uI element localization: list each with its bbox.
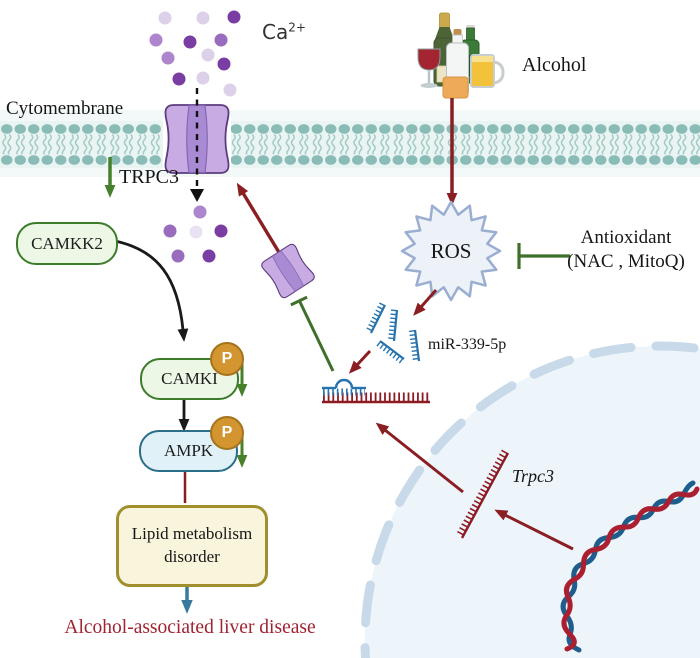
lipid-box-line1: Lipid metabolism — [131, 524, 253, 544]
dna-to-transcript-arrow — [494, 509, 574, 551]
translation-inhibition-tbar — [290, 295, 335, 372]
lipid-box-line2: disorder — [164, 547, 220, 566]
camkk2-to-camki-arrow — [113, 239, 189, 342]
camki-label: CAMKI — [161, 369, 218, 388]
trpc3-channel-label: TRPC3 — [119, 166, 180, 188]
cytomembrane-label: Cytomembrane — [6, 98, 124, 119]
calcium-ions-intracellular — [163, 205, 228, 263]
antioxidant-inhibition-tbar — [517, 243, 570, 269]
lipid-metabolism-box: Lipid metabolism disorder — [116, 505, 268, 587]
ros-to-mirna-arrow — [413, 289, 438, 316]
camkk2-label: CAMKK2 — [31, 233, 103, 253]
alcohol-label: Alcohol — [522, 54, 587, 76]
antioxidant-line2: (NAC , MitoQ) — [567, 250, 685, 272]
calcium-label: Ca2+ — [262, 20, 306, 44]
ampk-label: AMPK — [163, 441, 214, 460]
ros-label: ROS — [430, 239, 472, 263]
disease-label: Alcohol-associated liver disease — [64, 617, 316, 638]
calcium-flow-arrowhead — [190, 189, 204, 202]
ros-starburst — [400, 200, 502, 302]
camki-phospho-badge: P — [210, 342, 244, 376]
trpc3-gene-transcript — [455, 449, 510, 539]
trpc3-mrna — [322, 378, 430, 404]
camkk2-node: CAMKK2 — [16, 222, 118, 265]
alcohol-drinks-icon — [417, 12, 505, 99]
mirna-to-mrna-arrow — [348, 349, 372, 374]
cytomembrane-bilayer — [0, 110, 700, 177]
antioxidant-label: Antioxidant (NAC , MitoQ) — [553, 226, 699, 274]
dna-double-helix — [560, 480, 700, 653]
mirna-molecules — [365, 302, 421, 364]
nascent-trpc3-protein-icon — [259, 242, 317, 300]
trpc3-gene-label: Trpc3 — [512, 466, 555, 486]
calcium-ions-extracellular — [149, 10, 241, 97]
mirna-label: miR-339-5p — [428, 336, 507, 353]
ampk-phospho-badge: P — [210, 416, 244, 450]
nucleus-boundary — [360, 341, 700, 658]
antioxidant-line1: Antioxidant — [580, 227, 672, 248]
transcript-to-mrna-arrow — [375, 422, 464, 494]
trpc3-channel-icon — [163, 88, 231, 202]
